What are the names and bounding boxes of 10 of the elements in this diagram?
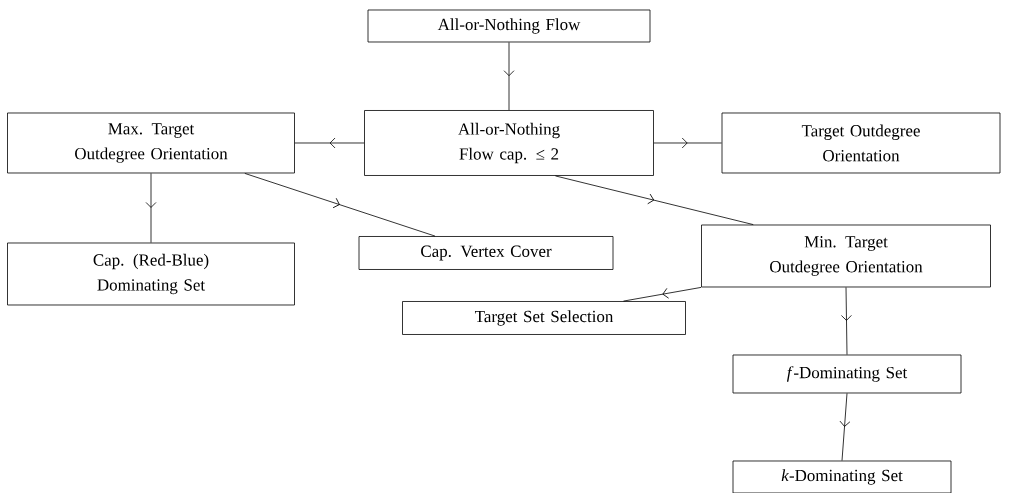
process-box: Min. Target Outdegree Orientation [701, 224, 991, 288]
process-box: f-Dominating Set [732, 354, 962, 394]
process-box: k-Dominating Set [732, 460, 952, 493]
process-box: Target Outdegree Orientation [721, 112, 1001, 174]
process-box: Max. Target Outdegree Orientation [7, 112, 295, 174]
process-box: All-or-Nothing Flow cap. ≤ 2 [364, 110, 654, 176]
process-box: Cap. (Red-Blue) Dominating Set [7, 242, 295, 306]
process-box: Target Set Selection [402, 301, 686, 335]
process-box: Cap. Vertex Cover [358, 236, 614, 270]
process-box: All-or-Nothing Flow [367, 9, 651, 43]
